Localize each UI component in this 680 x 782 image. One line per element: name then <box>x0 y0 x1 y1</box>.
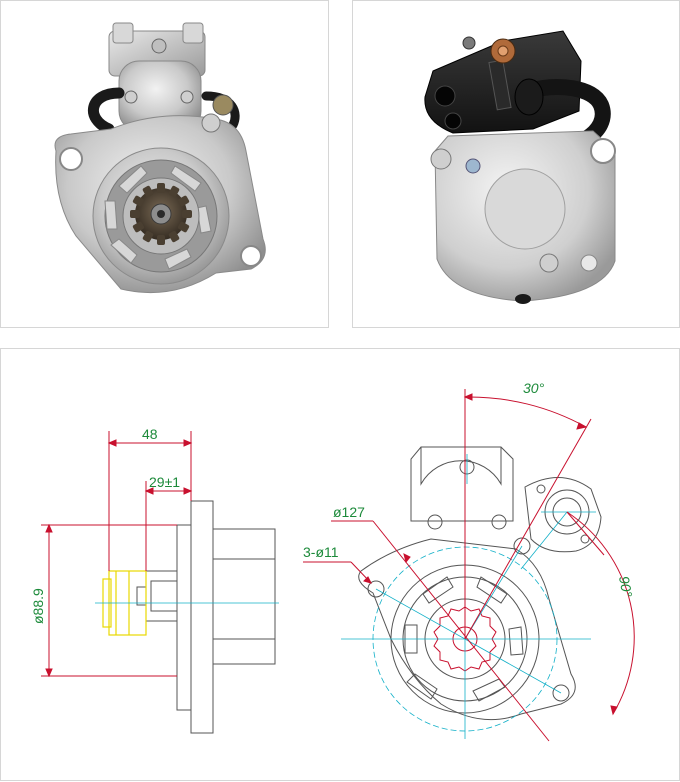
dim-90-deg <box>566 511 635 716</box>
dim-48-label: 48 <box>142 426 158 442</box>
front-view-photo <box>0 0 329 328</box>
dim-90-label: 90° <box>616 575 636 599</box>
front-view-outline <box>358 446 602 721</box>
dim-127-label: ø127 <box>333 504 365 520</box>
dim-29-label: 29±1 <box>149 474 180 490</box>
technical-drawing: 48 29±1 ø88.9 <box>0 348 680 781</box>
rear-view-photo <box>352 0 680 328</box>
dim-127 <box>331 520 550 742</box>
dim-88-9-label: ø88.9 <box>30 588 46 624</box>
dim-29 <box>144 481 193 571</box>
dim-30-deg <box>463 389 592 640</box>
dim-30-label: 30° <box>523 380 545 396</box>
dim-48 <box>107 431 193 571</box>
dimension-drawing-svg: 48 29±1 ø88.9 <box>30 380 636 742</box>
front-view-centerlines <box>341 389 596 739</box>
starter-motor-rear-image <box>424 30 616 304</box>
starter-motor-front-image <box>54 22 266 294</box>
dim-3x11-label: 3-ø11 <box>303 544 339 560</box>
front-view-slots <box>404 576 524 702</box>
dim-88-9 <box>41 523 177 678</box>
dim-3x11 <box>303 561 372 584</box>
side-view-outline <box>136 500 276 734</box>
